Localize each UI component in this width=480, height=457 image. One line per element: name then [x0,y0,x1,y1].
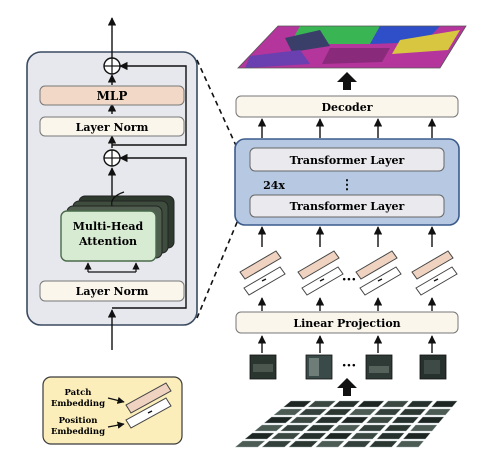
mlp-label: MLP [97,89,128,103]
transformer-layer-bottom-label: Transformer Layer [290,200,405,213]
transformer-input-arrows [257,226,437,247]
legend-patch-token [125,382,172,414]
input-patch-tile [381,400,409,408]
legend-patch-line2: Embedding [51,399,105,409]
input-patch-tile [331,424,361,432]
residual-skip-1 [112,153,187,309]
input-patch-tile [348,408,377,416]
input-patch-tile [323,408,352,416]
input-patch-tile [350,432,379,440]
legend-patch-arrow [107,396,125,404]
output-arrow [337,72,357,90]
input-patch-tile [332,400,361,408]
segmentation-output-image [237,25,467,69]
input-patch-tile [395,440,425,448]
projection-output-arrows [257,297,437,311]
input-patch-tile [298,408,328,416]
input-patch-tile [373,408,402,416]
attention-label-line1: Multi-Head [73,220,144,233]
input-patch-tile [376,432,405,440]
input-patch-tile [402,432,431,440]
input-patch-tile [342,440,372,448]
input-patch-tile [383,424,412,432]
input-patch-tile [314,416,344,424]
input-patch-tile [254,424,284,432]
input-patch-tile [234,440,266,448]
zoom-line-bottom [196,219,239,319]
decoder-label: Decoder [321,101,372,114]
transformer-layer-bottom-box [249,194,445,218]
input-patch-tile [306,424,336,432]
input-patch-tile [416,416,445,424]
transformer-layer-top-label: Transformer Layer [290,154,405,167]
residual-add-top [103,57,121,75]
input-patch-tile [315,440,345,448]
token-pair-4 [411,250,458,296]
token-pair-1 [239,250,286,296]
tokens-ellipsis: ··· [342,272,357,288]
input-patch-tile [323,432,353,440]
input-patch-tile [307,400,337,408]
attention-label-line2: Attention [78,235,137,248]
transformer-layer-top-box [249,147,445,172]
legend-patch-line1: Patch [65,388,92,398]
input-patch-tile [340,416,369,424]
legend-position-token [125,397,172,429]
input-image-patch-grid [234,400,458,448]
input-patch-tile [424,408,451,416]
input-patch-tile [289,416,319,424]
attention-box [60,210,157,262]
patches-ellipsis: ··· [342,358,357,374]
decoder-box [235,95,459,118]
token-pair-2 [297,250,344,296]
input-patch-tile [357,400,385,408]
input-patch-tile [297,432,327,440]
layer-norm-bottom-box [39,280,185,302]
input-patch-tile [280,424,310,432]
input-patch-tile [283,400,312,408]
input-patch-tile [398,408,427,416]
repeat-count-label: 24x [263,179,285,192]
input-patch-tile [409,424,438,432]
layer-norm-bottom-label: Layer Norm [76,285,149,298]
input-patch-tile [263,416,294,424]
legend-position-arrow [107,421,125,429]
input-patch-tile [431,400,458,408]
input-patch-tile [358,424,387,432]
input-patch-tile [244,432,275,440]
layer-norm-top-box [39,116,185,137]
input-patch-tile [368,440,398,448]
decoder-input-arrows [257,118,437,138]
zoom-line-top [196,59,239,151]
layer-norm-top-label: Layer Norm [76,121,149,134]
mlp-box [39,85,185,106]
input-patch-tile [406,400,434,408]
input-patch-tile [270,432,301,440]
legend-position-line2: Embedding [51,427,105,437]
token-pair-3 [355,250,402,296]
input-patch-tile [391,416,420,424]
linear-projection-box [235,311,459,334]
layers-ellipsis: ⋮ [341,178,354,193]
input-patch-tile [365,416,394,424]
attention-fanout-curve [111,191,125,207]
residual-add-bottom [103,149,121,167]
input-patch-tile [288,440,319,448]
attention-stack [60,195,175,262]
residual-skip-2 [112,61,187,146]
input-patch-tile [273,408,303,416]
legend-position-line1: Position [59,416,98,426]
patch-input-arrows [257,335,437,353]
input-patch-tile [261,440,292,448]
linear-projection-label: Linear Projection [293,317,400,330]
input-arrow [337,378,357,396]
